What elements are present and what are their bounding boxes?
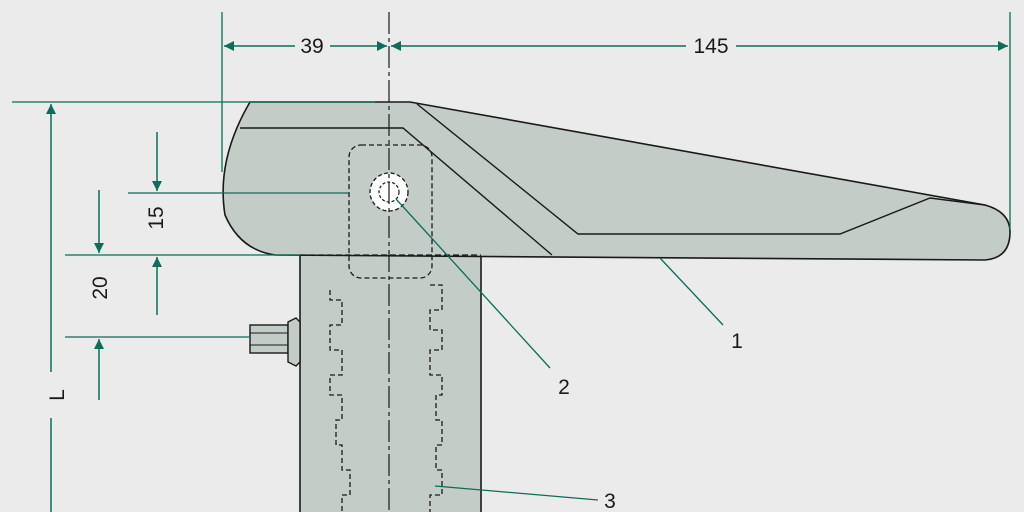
dimension-20: 20 — [89, 190, 162, 315]
dimension-20-label: 20 — [89, 276, 112, 299]
dimension-39-label: 39 — [300, 35, 323, 58]
post-part-3 — [299, 211, 482, 512]
callout-1-label: 1 — [731, 330, 743, 353]
callout-2: 2 — [395, 198, 570, 399]
callout-1: 1 — [659, 257, 743, 353]
callout-3-label: 3 — [604, 490, 616, 512]
extension-lines — [12, 12, 1011, 338]
dimension-L: L — [46, 104, 104, 512]
dimension-15: 15 — [145, 132, 168, 230]
dimension-L-label: L — [46, 389, 69, 401]
dimension-145-label: 145 — [693, 35, 728, 58]
dimension-39: 39 — [224, 35, 387, 58]
callout-3: 3 — [434, 485, 616, 512]
dimension-15-label: 15 — [145, 206, 168, 229]
callout-2-label: 2 — [558, 376, 570, 399]
lever-part-1 — [222, 101, 1011, 279]
dimension-145: 145 — [391, 35, 1008, 58]
side-bolt — [249, 317, 301, 367]
